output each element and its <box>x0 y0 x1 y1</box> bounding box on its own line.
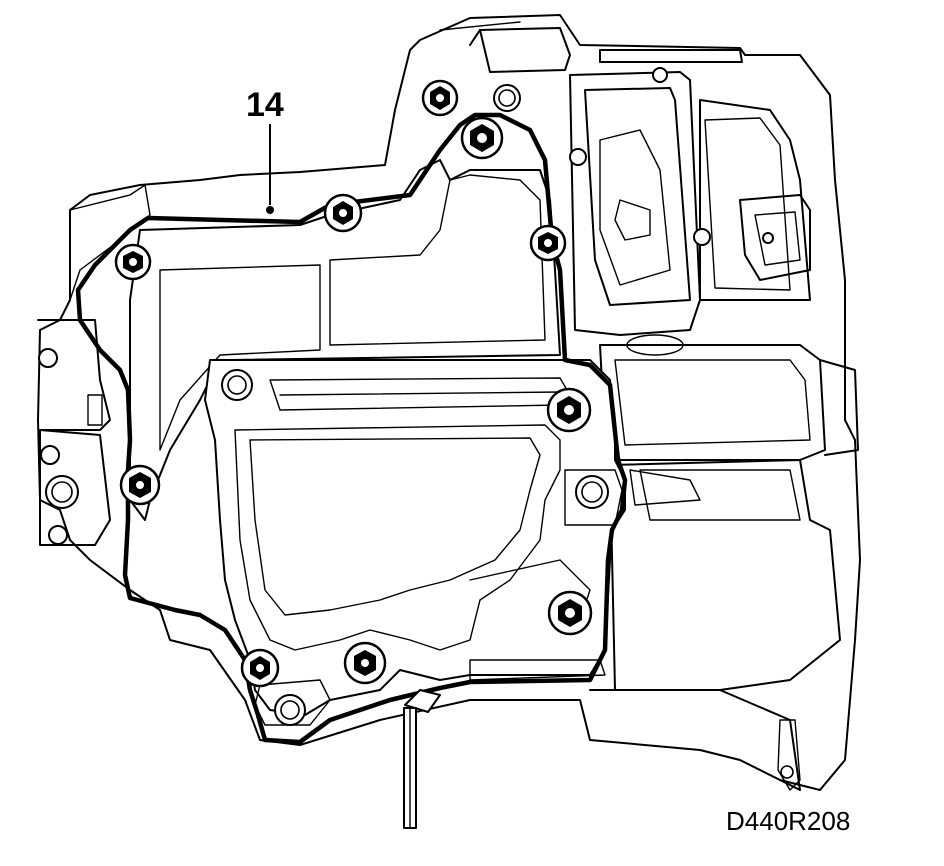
bolt-5 <box>114 243 152 281</box>
right-flange <box>739 194 811 281</box>
bolt-4 <box>529 224 567 262</box>
bolt-10 <box>343 641 387 685</box>
bolt-7 <box>119 464 161 506</box>
left-boss-upper <box>37 319 111 431</box>
bolt-1 <box>421 79 459 117</box>
callout-14: 14 <box>246 86 284 214</box>
bolt-8 <box>547 590 593 636</box>
right-rib-panel <box>569 71 701 336</box>
dipstick-rod <box>403 689 441 829</box>
bolt-9 <box>240 648 280 688</box>
gasket-outline <box>75 112 628 745</box>
bolt-3 <box>323 193 363 233</box>
bolt-2 <box>460 116 504 160</box>
callout-number: 14 <box>246 86 284 124</box>
mounting-holes <box>38 67 774 726</box>
cover-recess <box>234 424 561 651</box>
upper-cover-surface <box>129 159 561 521</box>
bolt-6 <box>546 387 592 433</box>
cover-plate-outline <box>204 359 626 716</box>
figure-code: D440R208 <box>726 806 850 836</box>
callout-leader-dot <box>266 206 274 214</box>
top-boss <box>479 27 571 73</box>
left-boss-lower <box>39 429 111 546</box>
bolt-group <box>114 79 593 688</box>
